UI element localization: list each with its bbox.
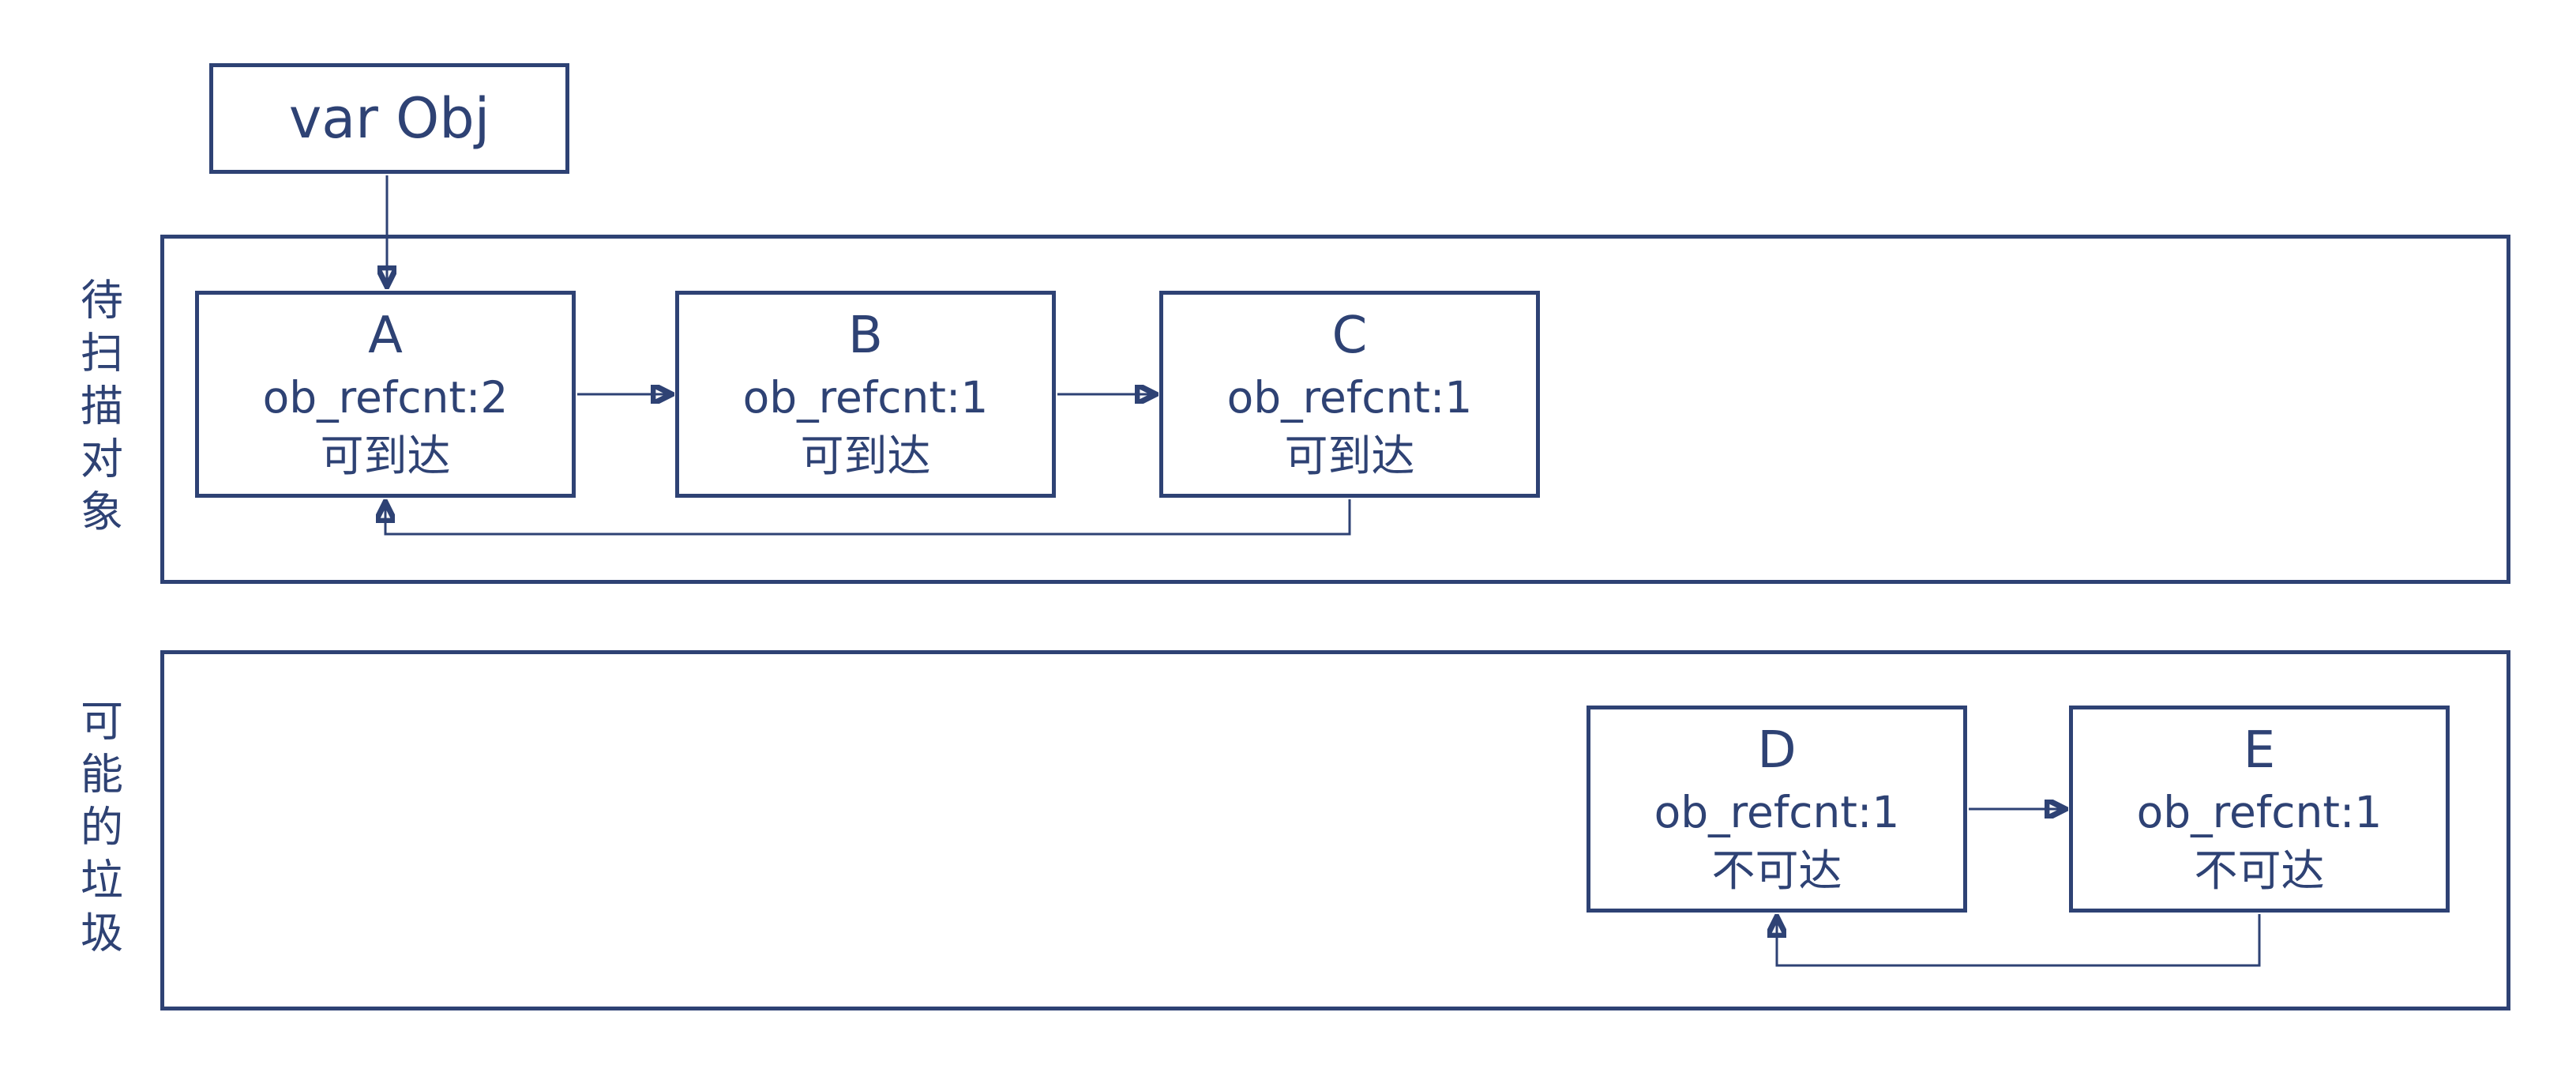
node-d-status: 不可达 — [1711, 845, 1842, 896]
node-a-status: 可到达 — [320, 431, 451, 481]
node-b: B ob_refcnt:1 可到达 — [675, 291, 1056, 498]
node-e-title: E — [2243, 721, 2276, 780]
node-b-status: 可到达 — [800, 431, 931, 481]
node-c-refcnt: ob_refcnt:1 — [1226, 372, 1473, 423]
section-scan-box — [160, 235, 2510, 584]
node-d: D ob_refcnt:1 不可达 — [1587, 706, 1967, 913]
section-garbage-box — [160, 650, 2510, 1010]
node-a-title: A — [368, 307, 403, 365]
node-c-status: 可到达 — [1284, 431, 1415, 481]
node-a-refcnt: ob_refcnt:2 — [262, 372, 509, 423]
node-d-title: D — [1757, 721, 1797, 780]
node-e-refcnt: ob_refcnt:1 — [2136, 787, 2383, 837]
node-e-status: 不可达 — [2194, 845, 2325, 896]
var-obj-label: var Obj — [288, 86, 490, 151]
side-label-garbage: 可能的垃圾 — [73, 698, 123, 963]
node-a: A ob_refcnt:2 可到达 — [195, 291, 576, 498]
side-label-scan: 待扫描对象 — [73, 277, 123, 542]
node-c-title: C — [1331, 307, 1368, 365]
node-d-refcnt: ob_refcnt:1 — [1654, 787, 1900, 837]
node-c: C ob_refcnt:1 可到达 — [1159, 291, 1540, 498]
node-e: E ob_refcnt:1 不可达 — [2069, 706, 2450, 913]
var-obj-box: var Obj — [209, 63, 569, 174]
node-b-title: B — [848, 307, 883, 365]
node-b-refcnt: ob_refcnt:1 — [742, 372, 989, 423]
